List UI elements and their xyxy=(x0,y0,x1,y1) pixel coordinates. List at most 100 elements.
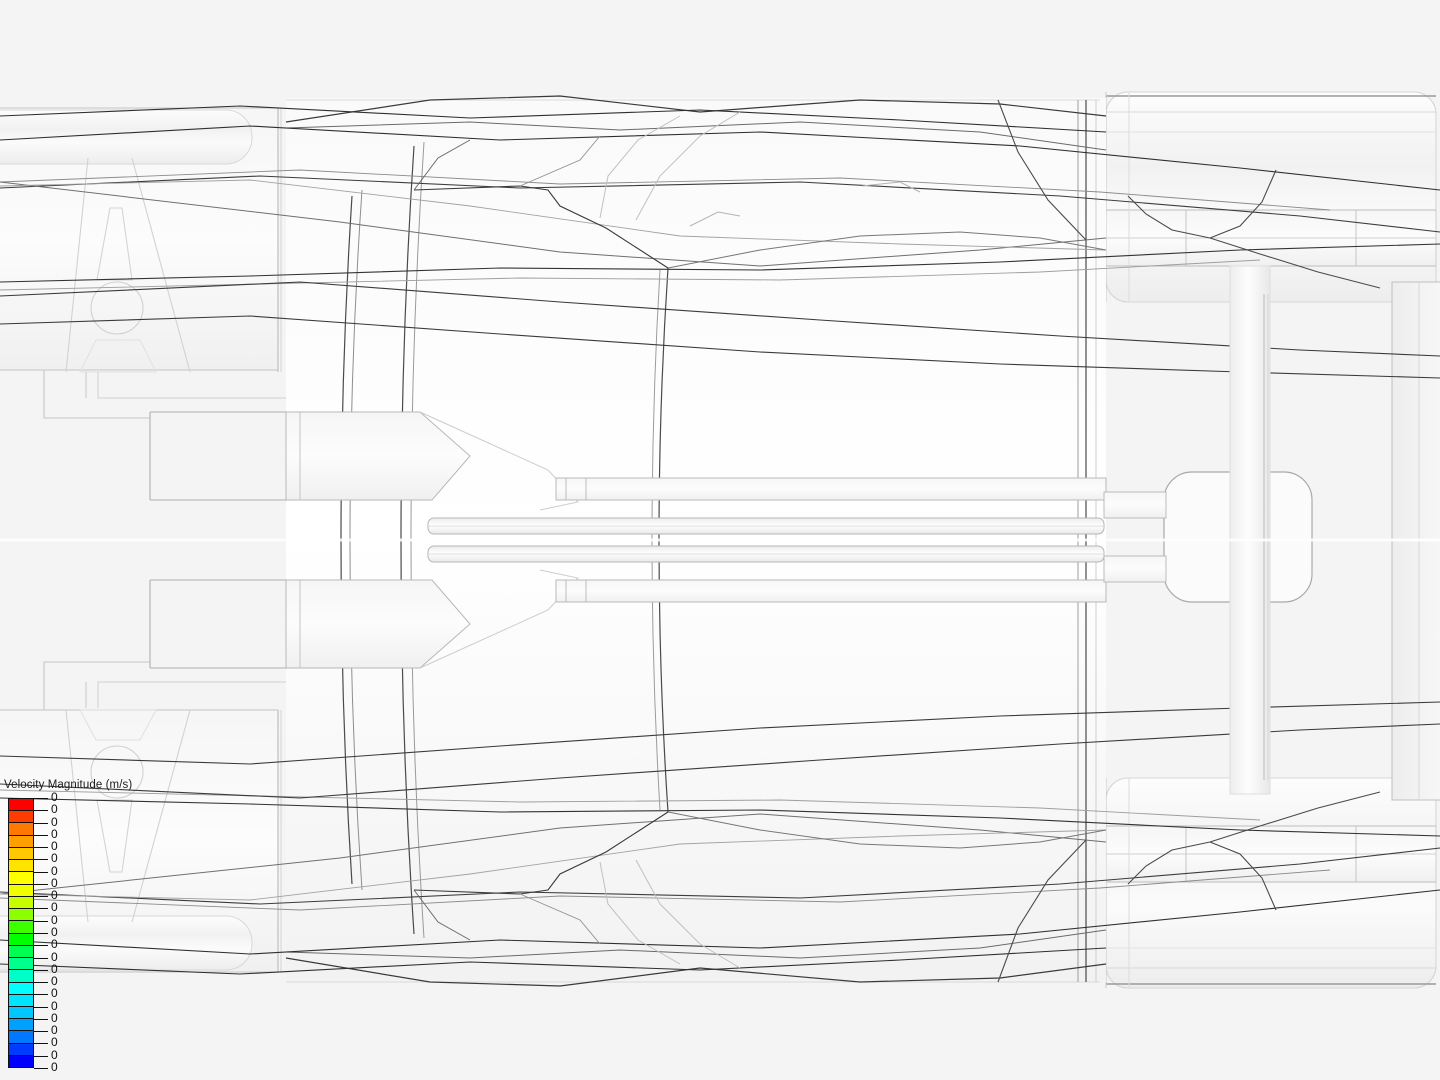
colorbar-tick-line xyxy=(34,883,48,885)
colorbar-tick: 0 xyxy=(34,913,128,927)
colorbar-tick: 0 xyxy=(34,876,128,890)
colorbar-tick: 0 xyxy=(34,1035,128,1049)
colorbar-tick-line xyxy=(34,994,48,996)
legend-title: Velocity Magnitude (m/s) xyxy=(4,779,133,791)
colorbar-band xyxy=(9,982,33,995)
colorbar-tick-line xyxy=(34,933,48,934)
colorbar-tick-label: 0 xyxy=(51,912,58,927)
colorbar-tick-label: 0 xyxy=(51,900,58,915)
colorbar-tick-label: 0 xyxy=(51,937,58,952)
colorbar-tick: 0 xyxy=(34,1048,128,1062)
colorbar-tick-line xyxy=(34,969,48,971)
colorbar-tick-label: 0 xyxy=(51,961,58,976)
colorbar-tick-line xyxy=(34,798,48,799)
colorbar-band xyxy=(9,799,33,812)
front-right-wheel-group xyxy=(0,661,290,973)
colorbar-tick-line xyxy=(34,810,48,812)
rear-left-wheel-group xyxy=(1105,91,1437,303)
colorbar-tick: 0 xyxy=(34,851,128,865)
colorbar-tick-line xyxy=(34,920,48,922)
colorbar-tick-label: 0 xyxy=(51,1060,58,1074)
colorbar-tick-label: 0 xyxy=(51,925,58,939)
colorbar-band xyxy=(9,933,33,946)
colorbar-tick-line xyxy=(34,896,48,898)
colorbar-tick-label: 0 xyxy=(51,1035,58,1050)
colorbar-tick-line xyxy=(34,1043,48,1045)
colorbar-tick: 0 xyxy=(34,1023,128,1037)
colorbar-tick-label: 0 xyxy=(51,949,58,964)
colorbar-tick: 0 xyxy=(34,950,128,964)
colorbar-tick-label: 0 xyxy=(51,802,58,817)
colorbar-tick-line xyxy=(34,1068,48,1069)
colorbar-tick: 0 xyxy=(34,937,128,951)
colorbar-tick-label: 0 xyxy=(51,998,58,1013)
colorbar-tick: 0 xyxy=(34,790,128,804)
colorbar-band xyxy=(9,994,33,1007)
colorbar-band xyxy=(9,909,33,922)
colorbar-band xyxy=(9,1043,33,1056)
colorbar-tick: 0 xyxy=(34,974,128,988)
front-left-wheel-group xyxy=(0,107,290,419)
colorbar-band xyxy=(9,860,33,873)
colorbar-tick: 0 xyxy=(34,1011,128,1025)
color-scale-bar[interactable] xyxy=(8,798,34,1068)
colorbar-band xyxy=(9,1031,33,1044)
colorbar-tick-line xyxy=(34,859,48,861)
colorbar-band xyxy=(9,884,33,897)
colorbar-tick: 0 xyxy=(34,888,128,902)
colorbar-tick-label: 0 xyxy=(51,863,58,878)
colorbar-band xyxy=(9,847,33,861)
colorbar-tick-label: 0 xyxy=(51,826,58,841)
rear-right-wheel-group xyxy=(1105,777,1437,989)
colorbar-tick: 0 xyxy=(34,827,128,841)
colorbar-tick-line xyxy=(34,1006,48,1008)
colorbar-tick: 0 xyxy=(34,1060,128,1074)
colorbar-tick: 0 xyxy=(34,999,128,1013)
colorbar-tick-label: 0 xyxy=(51,875,58,890)
colorbar-tick-line xyxy=(34,957,48,959)
colorbar-tick-label: 0 xyxy=(51,986,58,1001)
colorbar-tick-label: 0 xyxy=(51,1010,58,1025)
colorbar-tick: 0 xyxy=(34,802,128,816)
colorbar-band xyxy=(9,872,33,885)
colorbar-band xyxy=(9,1019,33,1032)
colorbar-tick-label: 0 xyxy=(51,1047,58,1062)
colorbar-band xyxy=(9,958,33,971)
colorbar-band xyxy=(9,970,33,983)
colorbar-tick-line xyxy=(34,945,48,947)
colorbar-tick-line xyxy=(34,982,48,984)
colorbar-tick: 0 xyxy=(34,900,128,914)
colorbar-band xyxy=(9,921,33,934)
colorbar-band xyxy=(9,1006,33,1020)
colorbar-tick-label: 0 xyxy=(51,888,58,903)
colorbar-tick-label: 0 xyxy=(51,814,58,829)
colorbar-band xyxy=(9,945,33,959)
colorbar-tick: 0 xyxy=(34,986,128,1000)
colorbar-band xyxy=(9,811,33,824)
colorbar-band xyxy=(9,896,33,910)
colorbar-tick-label: 0 xyxy=(51,1023,58,1038)
colorbar-tick-line xyxy=(34,1031,48,1033)
colorbar-tick-line xyxy=(34,908,48,910)
colorbar-band xyxy=(9,1055,33,1068)
colorbar-band xyxy=(9,823,33,836)
colorbar-tick-line xyxy=(34,822,48,824)
colorbar-tick-line xyxy=(34,834,48,836)
colorbar-tick-line xyxy=(34,1018,48,1020)
colorbar-tick-line xyxy=(34,1055,48,1057)
colorbar-tick-label: 0 xyxy=(51,851,58,866)
colorbar-tick-line xyxy=(34,871,48,873)
colorbar-tick: 0 xyxy=(34,925,128,939)
colorbar-tick-label: 0 xyxy=(51,839,58,854)
colorbar-band xyxy=(9,835,33,848)
colorbar-tick: 0 xyxy=(34,815,128,829)
colorbar-tick-label: 0 xyxy=(51,974,58,989)
colorbar-tick: 0 xyxy=(34,962,128,976)
colorbar-tick: 0 xyxy=(34,864,128,878)
